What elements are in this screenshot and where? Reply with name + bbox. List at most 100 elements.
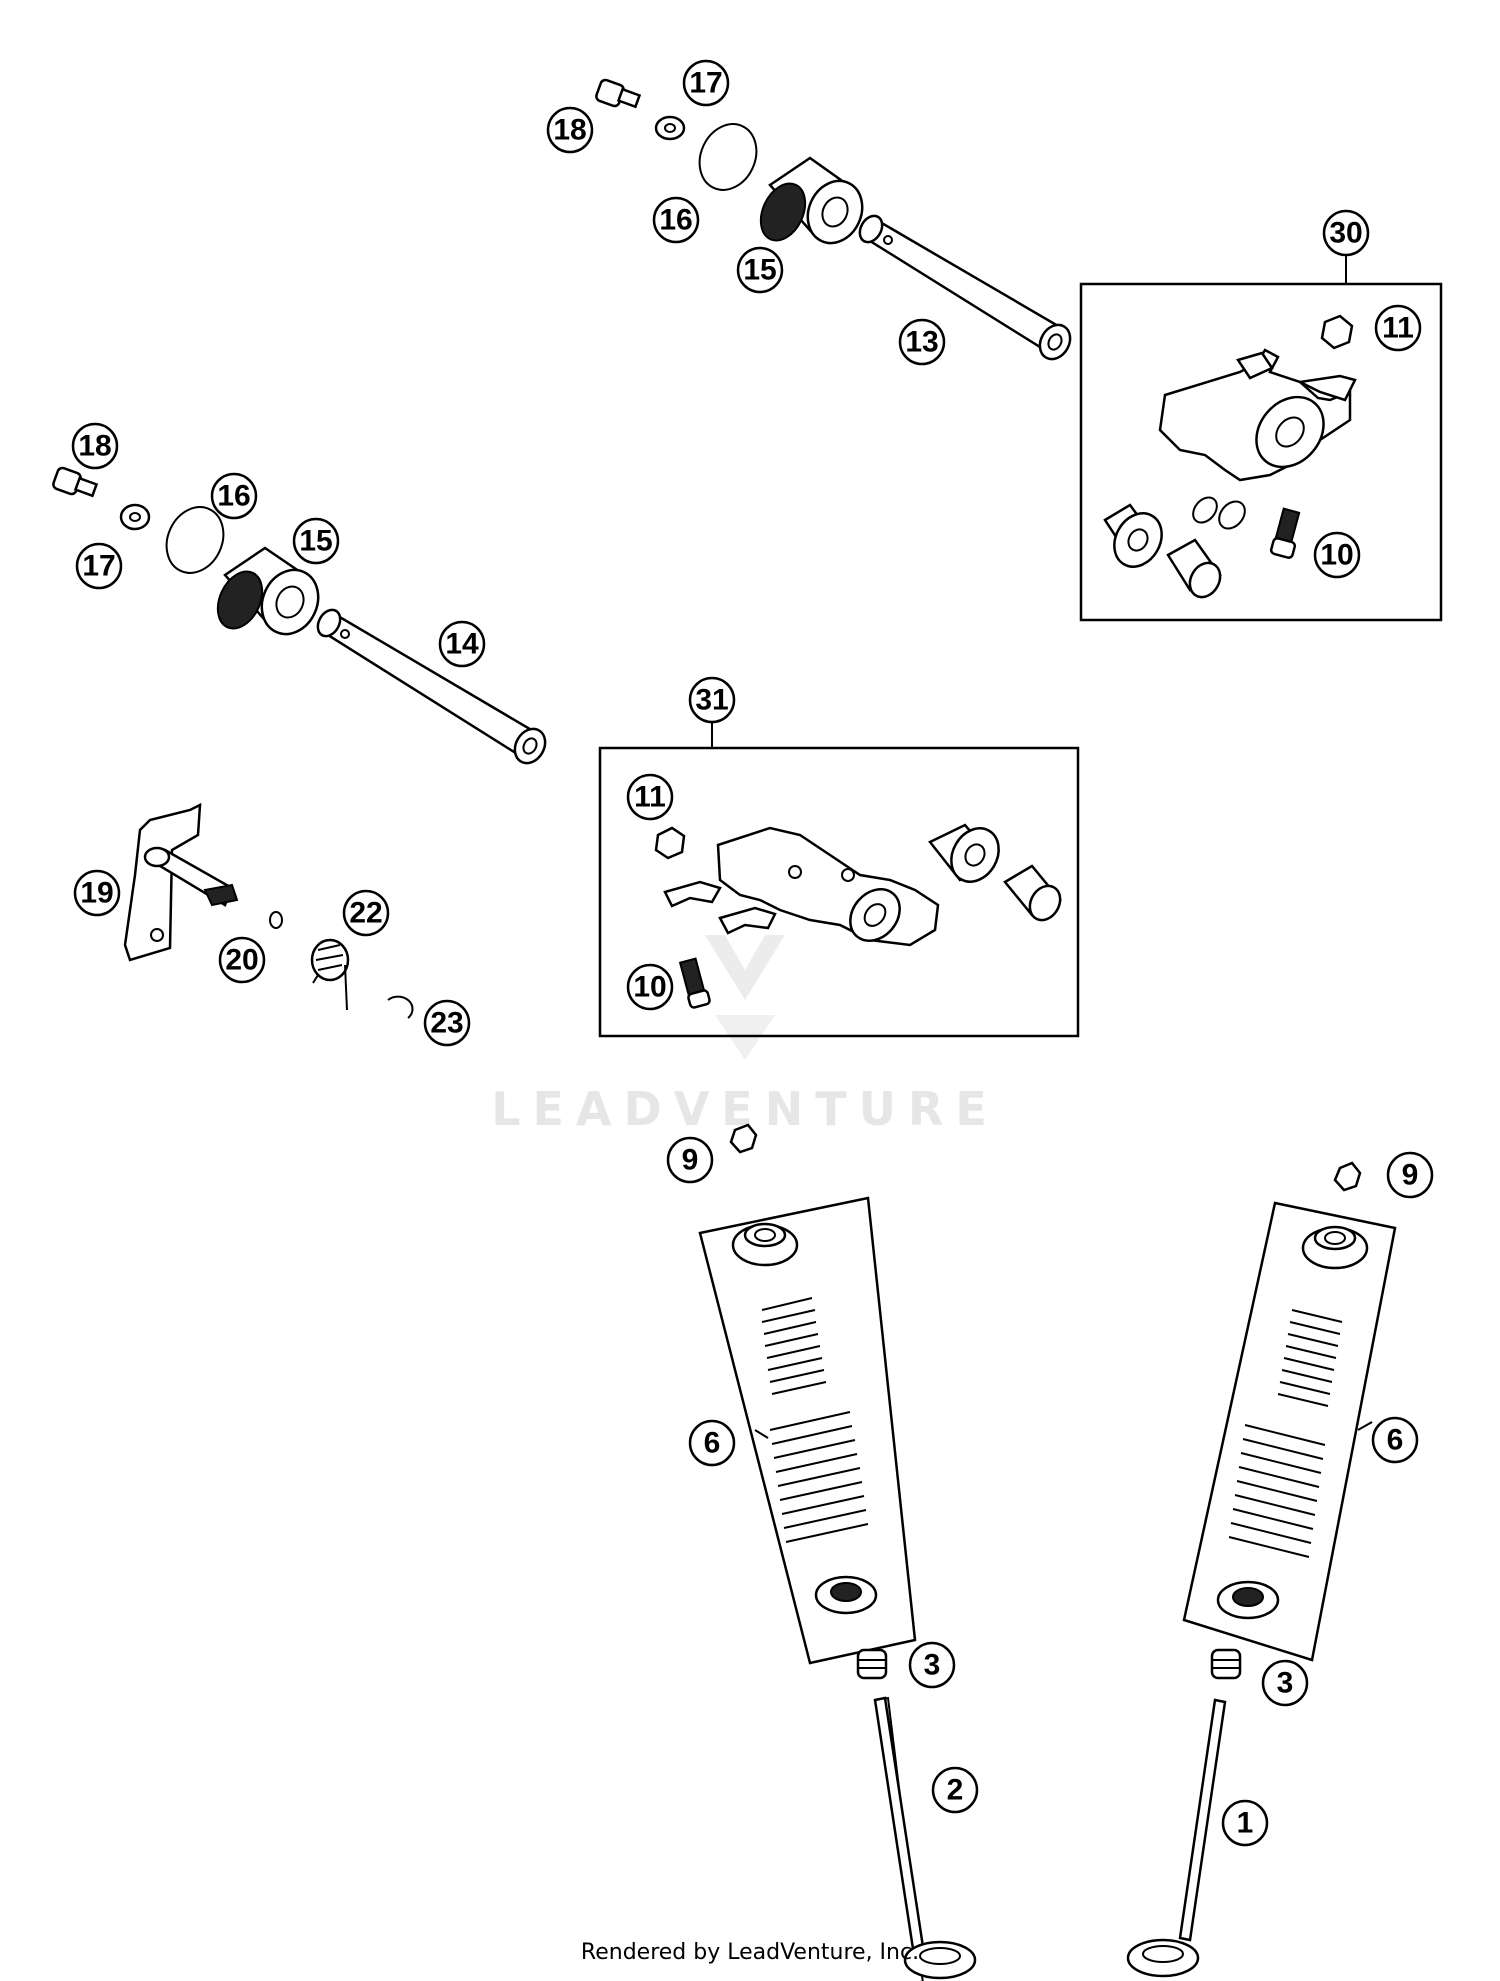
callout-6-left-text: 6	[704, 1427, 721, 1460]
rocker-shaft-14-group	[52, 466, 547, 765]
callout-11-top: 11	[1374, 304, 1422, 352]
callout-16-left: 16	[210, 472, 258, 520]
callout-10-top-text: 10	[1320, 539, 1353, 572]
callout-6-right-text: 6	[1387, 1424, 1404, 1457]
footer-credit: Rendered by LeadVenture, Inc.	[580, 1940, 920, 1965]
o-ring-16-left	[165, 506, 225, 574]
outer-spring-right	[1228, 1424, 1326, 1558]
pin-31	[1003, 864, 1062, 922]
callout-3-right: 3	[1261, 1659, 1309, 1707]
washer-20	[269, 911, 283, 929]
callout-13-text: 13	[905, 326, 938, 359]
callout-11-top-text: 11	[1382, 312, 1414, 345]
collar-15-left	[216, 546, 320, 636]
screw-18-top	[595, 78, 642, 109]
seat-left	[814, 1575, 878, 1615]
washer-17-left	[119, 503, 151, 531]
callout-19-text: 19	[80, 877, 113, 910]
callout-1-text: 1	[1237, 1807, 1254, 1840]
callout-14: 14	[438, 620, 486, 668]
rocker-shaft-13-group	[595, 78, 1072, 361]
valve-2	[873, 1696, 977, 1981]
callout-10-bottom-text: 10	[633, 971, 666, 1004]
callout-17-left-text: 17	[82, 550, 115, 583]
lever-19	[123, 802, 239, 962]
callout-15-top: 15	[736, 246, 784, 294]
callout-11-bottom-text: 11	[634, 781, 666, 814]
callout-2-text: 2	[947, 1774, 964, 1807]
bolt-10-bottom	[678, 957, 711, 1009]
rocker-assembly-31	[598, 722, 1080, 1038]
callout-6-left: 6	[688, 1419, 736, 1467]
bushing-31	[928, 823, 1000, 883]
callout-18-top-text: 18	[553, 114, 586, 147]
callout-22-text: 22	[349, 897, 382, 930]
seat-right	[1216, 1580, 1280, 1620]
callout-2: 2	[931, 1766, 979, 1814]
collar-15-top	[759, 156, 864, 245]
callout-20: 20	[218, 936, 266, 984]
box-31	[598, 746, 1080, 1038]
callout-14-text: 14	[445, 628, 479, 661]
outer-spring-left	[769, 1411, 869, 1543]
shaft-14	[316, 608, 547, 765]
decompression-lever-group	[123, 802, 414, 1019]
callout-19: 19	[73, 869, 121, 917]
callout-1: 1	[1221, 1799, 1269, 1847]
callout-30: 30	[1322, 209, 1370, 257]
callout-15-left: 15	[292, 517, 340, 565]
cotter-9-left	[729, 1123, 758, 1154]
callout-20-text: 20	[225, 944, 258, 977]
callout-31: 31	[688, 676, 736, 724]
circlip-23	[387, 995, 414, 1019]
callout-10-top: 10	[1313, 531, 1361, 579]
callout-23-text: 23	[430, 1007, 463, 1040]
callout-9-left: 9	[666, 1136, 714, 1184]
intake-valve-group	[1126, 1161, 1397, 1978]
callout-22: 22	[342, 889, 390, 937]
bolt-10-top	[1269, 507, 1301, 559]
rocker-assembly-30	[1079, 255, 1443, 622]
callout-18-left-text: 18	[78, 430, 111, 463]
callout-6-right: 6	[1371, 1416, 1419, 1464]
callout-18-left: 18	[71, 422, 119, 470]
seal-3-left	[856, 1648, 888, 1680]
watermark: LEADVENTURE	[491, 935, 999, 1136]
seal-3-right	[1210, 1648, 1242, 1680]
cotter-9-right	[1333, 1161, 1362, 1192]
exhaust-valve-group	[698, 1123, 977, 1981]
callout-3-left: 3	[908, 1641, 956, 1689]
callout-11-bottom: 11	[626, 773, 674, 821]
callout-16-top-text: 16	[659, 204, 692, 237]
callout-30-text: 30	[1329, 217, 1362, 250]
callout-16-left-text: 16	[217, 480, 250, 513]
bushing-30	[1103, 503, 1163, 568]
callout-9-right: 9	[1386, 1151, 1434, 1199]
screw-18-left	[52, 466, 99, 498]
valve-spring-box-left	[698, 1196, 917, 1665]
retainer-left	[731, 1222, 799, 1267]
callout-10-bottom: 10	[626, 963, 674, 1011]
valve-1	[1126, 1698, 1227, 1978]
watermark-text: LEADVENTURE	[491, 1082, 999, 1136]
callout-9-left-text: 9	[682, 1144, 699, 1177]
callout-15-left-text: 15	[299, 525, 332, 558]
shaft-13	[858, 214, 1072, 361]
spring-22	[310, 938, 350, 1011]
o-ring-16-top	[698, 123, 758, 191]
pin-30	[1166, 538, 1222, 599]
inner-spring-left	[761, 1297, 827, 1395]
callout-23: 23	[423, 999, 471, 1047]
callout-17-left: 17	[75, 542, 123, 590]
callout-15-top-text: 15	[743, 254, 776, 287]
callout-3-right-text: 3	[1277, 1667, 1294, 1700]
nut-11-bottom	[654, 826, 686, 860]
valve-spring-box-right	[1182, 1201, 1397, 1662]
callout-13: 13	[898, 318, 946, 366]
callout-17-top-text: 17	[689, 67, 722, 100]
callout-16-top: 16	[652, 196, 700, 244]
box-30	[1079, 282, 1443, 622]
washer-17-top	[654, 115, 686, 141]
callout-17-top: 17	[682, 59, 730, 107]
